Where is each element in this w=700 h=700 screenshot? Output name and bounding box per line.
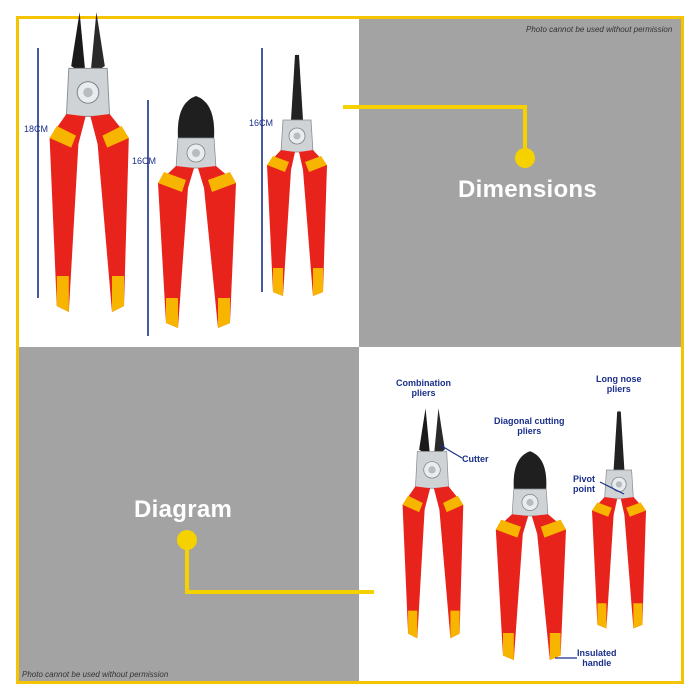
callout-insulated-handle: Insulated handle (577, 648, 617, 668)
diagonal-pliers-image (157, 95, 237, 329)
callout-pivot-point: Pivot point (573, 474, 595, 494)
panel-bottom-left (19, 347, 359, 681)
callout-long-nose-pliers: Long nose pliers (596, 374, 642, 394)
callout-combination-pliers: Combination pliers (396, 378, 451, 398)
yellow-dot-icon (515, 148, 535, 168)
callout-long-nose-line1: Long nose (596, 374, 642, 384)
dimensions-connector-line (343, 105, 527, 158)
callout-long-nose-line2: pliers (606, 384, 631, 394)
cutter-pointer (439, 444, 463, 459)
callout-pivot-line2: point (573, 484, 595, 494)
pivot-pointer (599, 481, 625, 495)
dimension-long-nose: 16CM (249, 118, 274, 128)
diagram-connector-line (185, 540, 374, 594)
callout-diagonal-line1: Diagonal cutting (494, 416, 565, 426)
long-nose-pliers-diagram (591, 408, 647, 629)
callout-combination-line1: Combination (396, 378, 451, 388)
dimensions-label: Dimensions (458, 176, 598, 203)
callout-diagonal-pliers: Diagonal cutting pliers (494, 416, 565, 436)
panel-top-right (359, 19, 681, 347)
yellow-dot-icon (177, 530, 197, 550)
callout-pivot-line1: Pivot (573, 474, 596, 484)
callout-cutter: Cutter (462, 454, 489, 464)
watermark-bottom-left: Photo cannot be used without permission (22, 670, 169, 679)
callout-combination-line2: pliers (411, 388, 436, 398)
callout-handle-line1: Insulated (577, 648, 617, 658)
dimension-diagonal: 16CM (132, 156, 157, 166)
dimension-combination: 18CM (24, 124, 49, 134)
diagonal-pliers-diagram (495, 450, 567, 661)
diagram-label: Diagram (134, 496, 233, 523)
long-nose-pliers-image (266, 51, 328, 297)
combination-pliers-image (48, 11, 130, 313)
callout-diagonal-line2: pliers (517, 426, 542, 436)
yellow-frame (16, 16, 684, 684)
combination-pliers-diagram (402, 407, 464, 639)
watermark-top-right: Photo cannot be used without permission (526, 25, 673, 34)
callout-handle-line2: handle (582, 658, 612, 668)
